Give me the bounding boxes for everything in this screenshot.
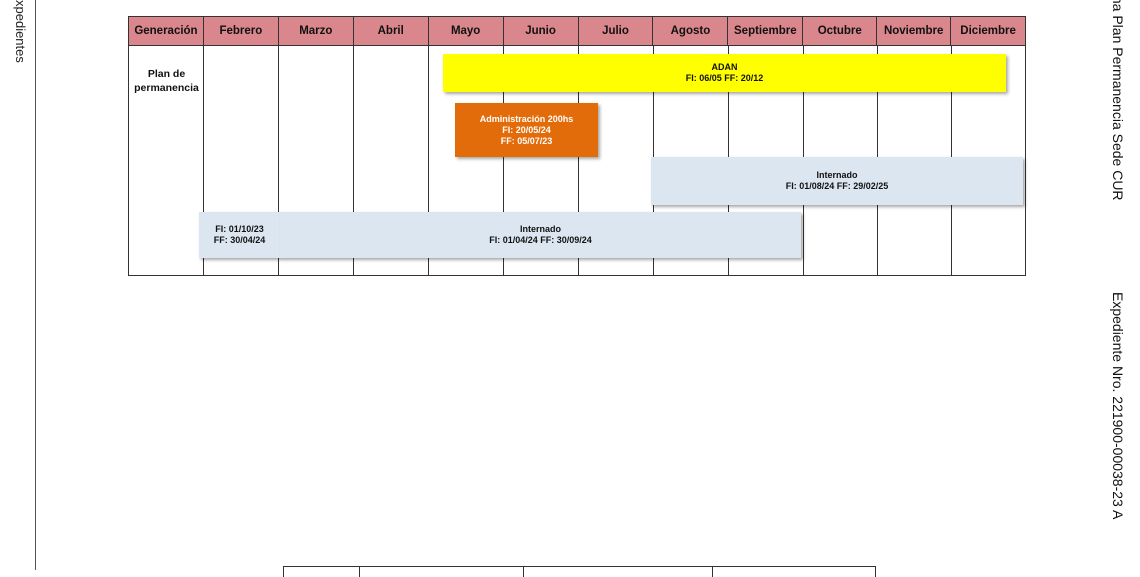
header-marzo: Marzo	[279, 17, 354, 45]
generation-label: Plan de permanencia	[134, 68, 199, 94]
gantt-table: Generación Febrero Marzo Abril Mayo Juni…	[128, 16, 1026, 276]
grid-line	[503, 45, 504, 275]
administracion-bar: Administración 200hs FI: 20/05/24 FF: 05…	[455, 103, 598, 157]
table-cell	[522, 567, 712, 577]
grid-line	[578, 45, 579, 275]
header-mayo: Mayo	[429, 17, 504, 45]
administracion-fi: FI: 20/05/24	[502, 124, 551, 135]
expediente-number-margin: Expediente Nro. 221900-00038-23 A	[1110, 292, 1126, 520]
grid-line	[428, 45, 429, 275]
next-table-edge	[283, 566, 877, 577]
adan-dates: FI: 06/05 FF: 20/12	[685, 73, 764, 83]
header-generacion: Generación	[129, 17, 204, 45]
header-septiembre: Septiembre	[728, 17, 804, 45]
header-agosto: Agosto	[653, 17, 729, 45]
administracion-ff: FF: 05/07/23	[500, 135, 553, 146]
internado-top-title: Internado	[816, 170, 858, 180]
header-noviembre: Noviembre	[877, 17, 952, 45]
document-title-margin: ma Plan Permanencia Sede CUR	[1110, 0, 1126, 201]
header-abril: Abril	[354, 17, 429, 45]
header-junio: Junio	[504, 17, 579, 45]
grid-line	[278, 45, 279, 275]
grid-line	[353, 45, 354, 275]
internado-bottom-dates: FI: 01/04/24 FF: 30/09/24	[489, 235, 592, 245]
internado-left-fi: FI: 01/10/23	[215, 224, 264, 234]
internado-bottom-title: Internado	[519, 224, 561, 234]
administracion-title: Administración 200hs	[479, 113, 574, 124]
table-cell	[358, 567, 523, 577]
adan-title: ADAN	[711, 62, 738, 72]
left-margin-label: xpedientes	[13, 0, 28, 63]
internado-left-ff: FF: 30/04/24	[213, 235, 266, 245]
table-cell	[283, 567, 359, 577]
internado-top-dates: FI: 01/08/24 FF: 29/02/25	[785, 181, 889, 191]
header-octubre: Octubre	[803, 17, 878, 45]
internado-top-bar: Internado FI: 01/08/24 FF: 29/02/25	[651, 157, 1023, 205]
adan-bar: ADAN FI: 06/05 FF: 20/12	[443, 54, 1006, 92]
internado-left-bar: FI: 01/10/23 FF: 30/04/24	[199, 212, 280, 258]
header-julio: Julio	[579, 17, 654, 45]
header-febrero: Febrero	[204, 17, 279, 45]
grid-line	[203, 45, 204, 275]
internado-bottom-bar: Internado FI: 01/04/24 FF: 30/09/24	[280, 212, 801, 258]
table-cell	[711, 567, 877, 577]
header-diciembre: Diciembre	[960, 25, 1016, 37]
gantt-header-row: Generación Febrero Marzo Abril Mayo Juni…	[129, 17, 1025, 46]
left-margin-rule	[35, 0, 36, 570]
